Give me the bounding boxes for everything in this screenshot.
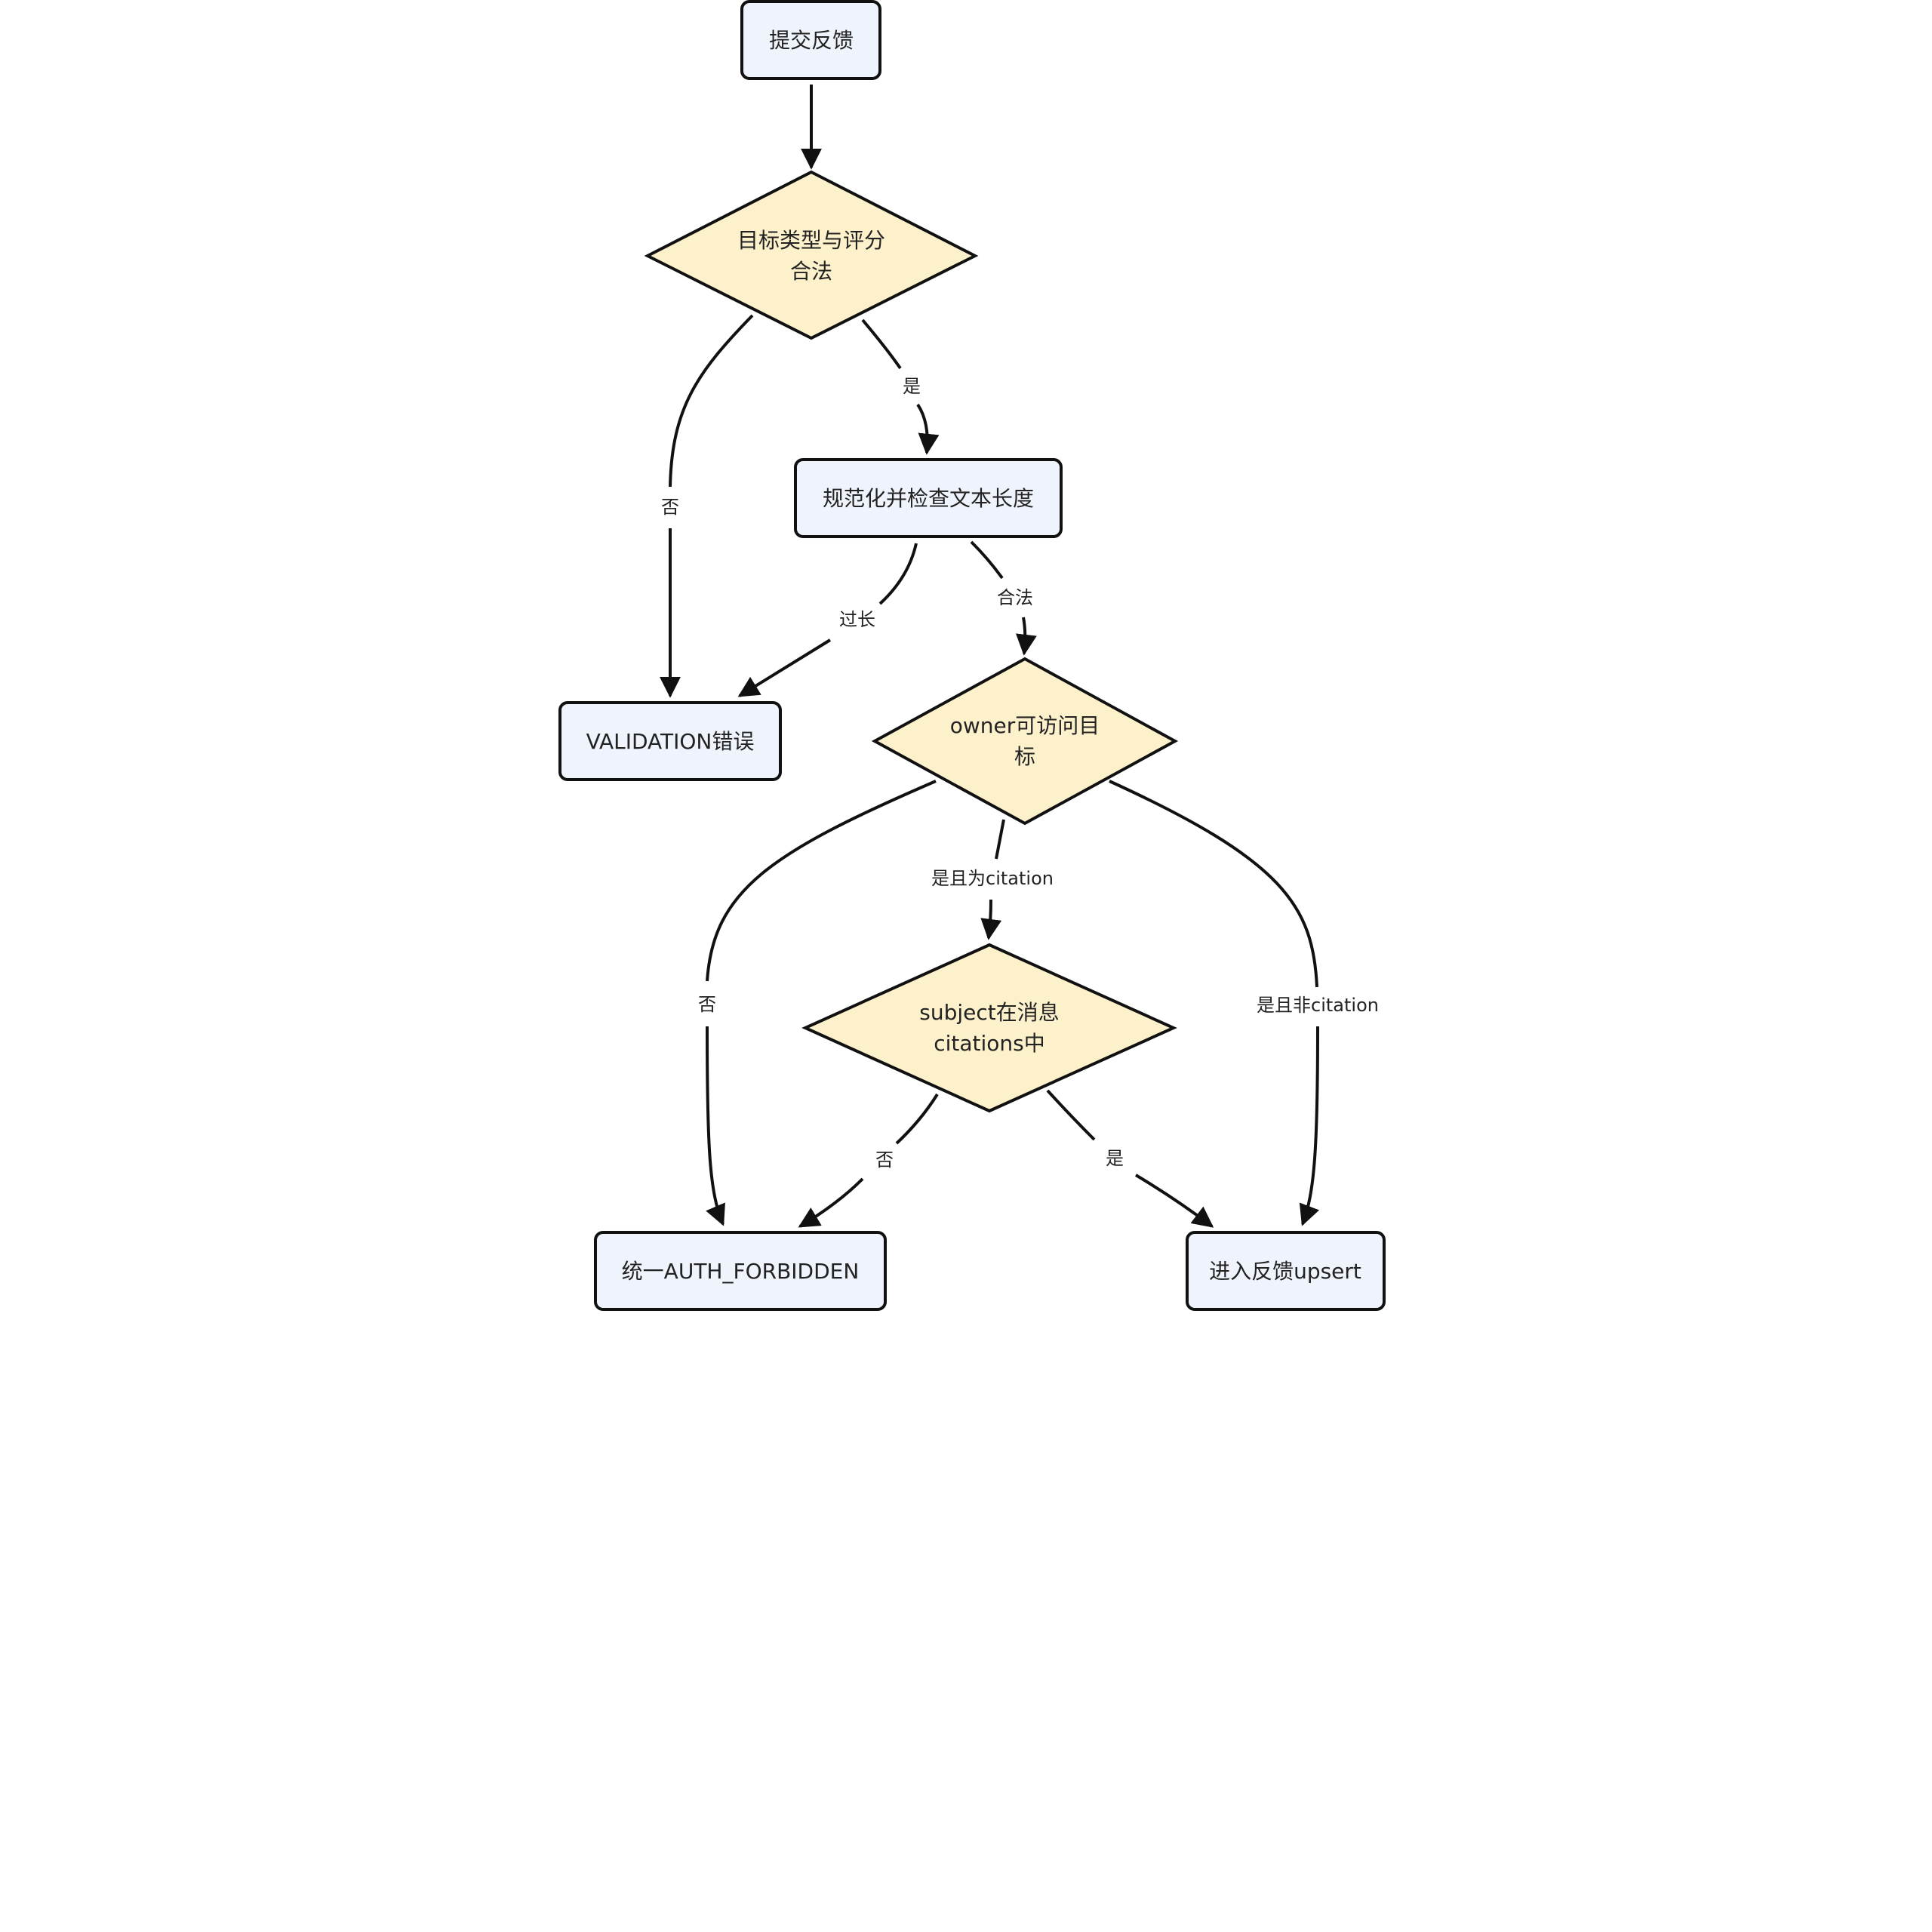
edge-owner-citation-to-subject: [995, 819, 1005, 860]
edge-labels: 是 否 过长 合法 否 是且为citation 是且非citation 否 是: [661, 376, 1379, 1171]
node-auth-forbidden-label: 统一AUTH_FORBIDDEN: [622, 1259, 860, 1284]
node-owner-can-access-label-line1: owner可访问目: [950, 713, 1100, 738]
edge-subject-yes-to-upsert: [1046, 1089, 1096, 1141]
node-enter-upsert: 进入反馈upsert: [1186, 1231, 1386, 1311]
node-subject-in-citations-label-line1: subject在消息: [919, 1000, 1060, 1025]
node-validation-error: VALIDATION错误: [558, 701, 782, 781]
edges: [660, 85, 1320, 1228]
edge-normalize-toolong-to-validation: [878, 543, 918, 605]
edge-label-yes-citation: 是且为citation: [931, 868, 1054, 889]
node-submit-feedback: 提交反馈: [740, 0, 881, 80]
edge-normalize-ok-to-owner: [970, 540, 1004, 580]
node-owner-can-access: owner可访问目 标: [871, 657, 1179, 826]
edge-subject-yes-to-upsert-tail: [1134, 1174, 1214, 1228]
node-normalize-check-length-label: 规范化并检查文本长度: [823, 486, 1034, 511]
edge-label-cited-yes: 是: [1106, 1148, 1124, 1169]
node-normalize-check-length: 规范化并检查文本长度: [794, 458, 1063, 538]
node-validation-error-label: VALIDATION错误: [586, 729, 755, 754]
node-auth-forbidden: 统一AUTH_FORBIDDEN: [594, 1231, 887, 1311]
node-owner-can-access-label-line2: 标: [1014, 744, 1035, 769]
edge-label-valid-no: 否: [661, 497, 679, 518]
edge-check-yes-to-normalize: [861, 318, 902, 370]
edge-subject-no-to-forbidden: [895, 1093, 939, 1145]
edge-label-access-no: 否: [698, 994, 716, 1015]
edge-check-no-to-validation: [669, 314, 754, 488]
edge-owner-no-to-forbidden-tail: [706, 1026, 725, 1226]
edge-owner-noncitation-to-upsert: [1109, 780, 1318, 988]
node-subject-in-citations-label-line2: citations中: [934, 1031, 1045, 1056]
edge-label-yes-non-citation: 是且非citation: [1257, 995, 1379, 1016]
edge-label-cited-no: 否: [875, 1149, 894, 1171]
node-check-target-rating: 目标类型与评分 合法: [644, 170, 979, 340]
edge-owner-no-to-forbidden: [706, 780, 937, 982]
edge-normalize-ok-to-owner-tail: [1015, 617, 1037, 656]
edge-owner-noncitation-to-upsert-tail: [1299, 1026, 1320, 1226]
node-check-target-rating-label-line2: 合法: [790, 259, 832, 284]
edge-subject-no-to-forbidden-tail: [798, 1177, 864, 1228]
node-subject-in-citations: subject在消息 citations中: [801, 943, 1177, 1113]
node-submit-feedback-label: 提交反馈: [769, 28, 854, 53]
node-check-target-rating-label-line1: 目标类型与评分: [737, 228, 885, 253]
edge-label-length-ok: 合法: [997, 587, 1033, 608]
edge-owner-citation-to-subject-tail: [980, 899, 1002, 940]
edge-normalize-toolong-to-validation-tail: [737, 638, 832, 697]
edge-label-too-long: 过长: [839, 609, 875, 630]
node-enter-upsert-label: 进入反馈upsert: [1209, 1259, 1361, 1284]
edge-label-valid-yes: 是: [903, 376, 921, 397]
edge-check-yes-to-normalize-tail: [916, 403, 940, 455]
